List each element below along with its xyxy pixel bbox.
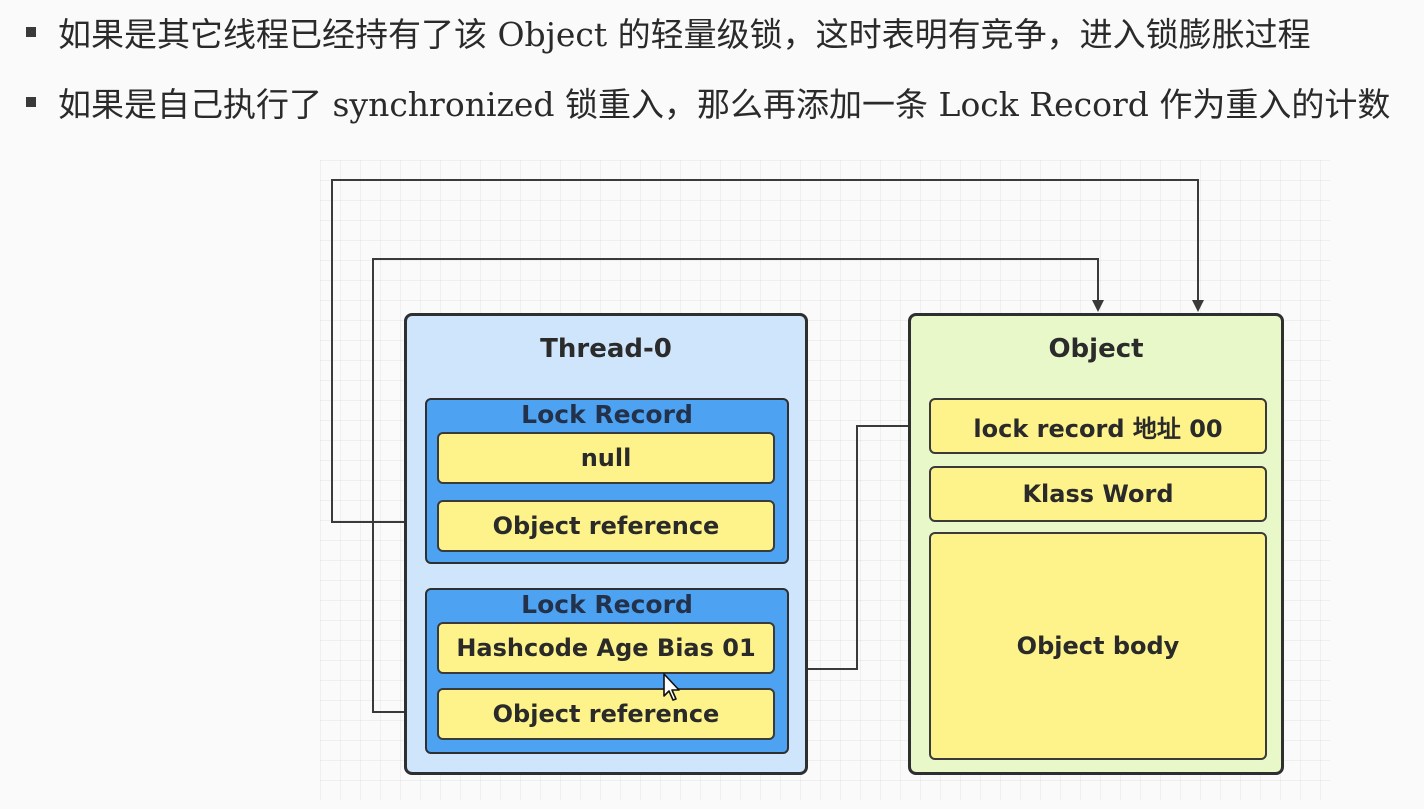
lock-record-object-reference: Object reference [437,500,775,552]
object-body-cell: Object body [929,532,1267,760]
lock-record-object-reference: Object reference [437,688,775,740]
klass-word-cell: Klass Word [929,466,1267,522]
object-box: Object lock record 地址 00 Klass Word Obje… [908,313,1284,775]
mouse-cursor-icon [663,673,680,701]
lock-record-title: Lock Record [521,400,693,429]
bullet-square-icon [26,97,36,107]
thread-title: Thread-0 [540,334,672,364]
lock-record-title: Lock Record [521,590,693,619]
lock-record-field-null: null [437,432,775,484]
object-title: Object [1048,334,1144,364]
lock-record-hashcode-field: Hashcode Age Bias 01 [437,622,775,674]
mark-word-line [790,425,928,675]
bullet-item: 如果是其它线程已经持有了该 Object 的轻量级锁，这时表明有竞争，进入锁膨胀… [20,8,1420,56]
mark-word-cell: lock record 地址 00 [929,398,1267,454]
thread-box: Thread-0 Lock Record null Object referen… [404,313,808,775]
ref-line-outer [331,179,1204,523]
ref-line-inner [372,258,1104,713]
lock-record-1: Lock Record null Object reference [425,398,789,564]
bullet-item: 如果是自己执行了 synchronized 锁重入，那么再添加一条 Lock R… [20,78,1420,126]
bullet-square-icon [26,27,36,37]
lock-record-2: Lock Record Hashcode Age Bias 01 Object … [425,588,789,754]
bullet-text: 如果是自己执行了 synchronized 锁重入，那么再添加一条 Lock R… [58,85,1391,124]
bullet-text: 如果是其它线程已经持有了该 Object 的轻量级锁，这时表明有竞争，进入锁膨胀… [58,15,1311,54]
bullet-list: 如果是其它线程已经持有了该 Object 的轻量级锁，这时表明有竞争，进入锁膨胀… [20,8,1420,148]
